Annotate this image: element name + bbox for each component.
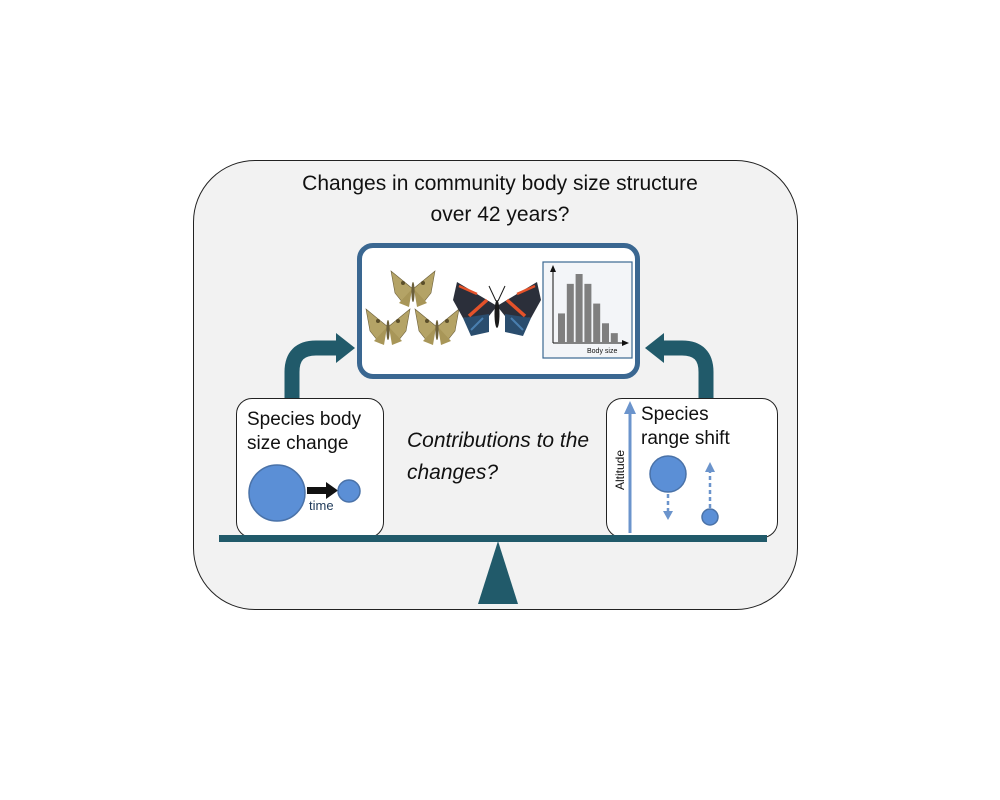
time-arrow-icon: [326, 482, 338, 499]
moth-icon: [414, 308, 460, 345]
moth-icon: [390, 270, 436, 307]
histogram-xlabel: Body size: [587, 348, 617, 355]
seesaw-icon: [219, 535, 767, 604]
time-label: time: [309, 498, 334, 513]
range-circle-high: [649, 455, 687, 493]
diagram-title: Changes in community body size structure…: [302, 172, 698, 226]
histogram-bar: [575, 274, 583, 343]
body-size-change-label: Species body size change: [247, 409, 362, 454]
up-arrow-icon: [705, 462, 715, 472]
moth-icon: [365, 308, 411, 345]
altitude-label: Altitude: [613, 450, 627, 490]
histogram-bar: [602, 323, 609, 343]
left-curved-arrow: [284, 333, 355, 398]
butterfly-icon: [453, 282, 541, 336]
right-curved-arrow: [645, 333, 714, 398]
histogram-bar: [566, 283, 574, 343]
down-arrow-icon: [663, 511, 673, 520]
histogram-bar: [584, 283, 592, 343]
range-circle-low: [701, 508, 719, 526]
body-size-change-graphic: time: [248, 464, 361, 522]
large-body-circle: [248, 464, 306, 522]
range-shift-graphic: Altitude: [613, 401, 719, 533]
contributions-question: Contributions to the changes?: [407, 429, 590, 484]
histogram-bar: [610, 333, 618, 343]
altitude-arrow-icon: [624, 401, 636, 414]
histogram-icon: Body size: [542, 261, 633, 359]
range-shift-label: Species range shift: [641, 404, 730, 449]
histogram-bar: [593, 303, 601, 343]
histogram-bar: [558, 313, 565, 343]
small-body-circle: [337, 479, 361, 503]
